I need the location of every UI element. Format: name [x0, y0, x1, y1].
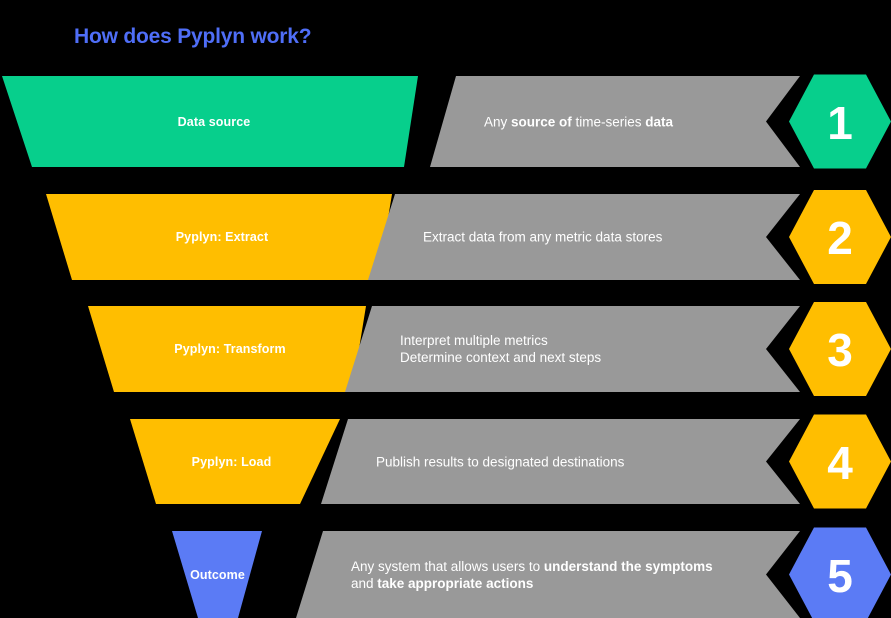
description-bar-2[interactable] — [368, 194, 800, 280]
page-title: How does Pyplyn work? — [74, 25, 312, 48]
step-badge-hexagon-1[interactable] — [789, 74, 891, 169]
step-badge-hexagon-5[interactable] — [789, 527, 891, 618]
funnel-segment-1[interactable] — [2, 76, 418, 167]
funnel-segment-2[interactable] — [46, 194, 392, 280]
step-badge-hexagon-2[interactable] — [789, 190, 891, 284]
funnel-segment-4[interactable] — [130, 419, 340, 504]
description-bar-4[interactable] — [321, 419, 800, 504]
step-badge-hexagon-3[interactable] — [789, 302, 891, 396]
funnel-segment-3[interactable] — [88, 306, 366, 392]
description-bar-1[interactable] — [430, 76, 800, 167]
step-badge-hexagon-4[interactable] — [789, 414, 891, 509]
description-bar-5[interactable] — [296, 531, 800, 618]
description-bar-3[interactable] — [345, 306, 800, 392]
funnel-segment-5[interactable] — [172, 531, 262, 618]
